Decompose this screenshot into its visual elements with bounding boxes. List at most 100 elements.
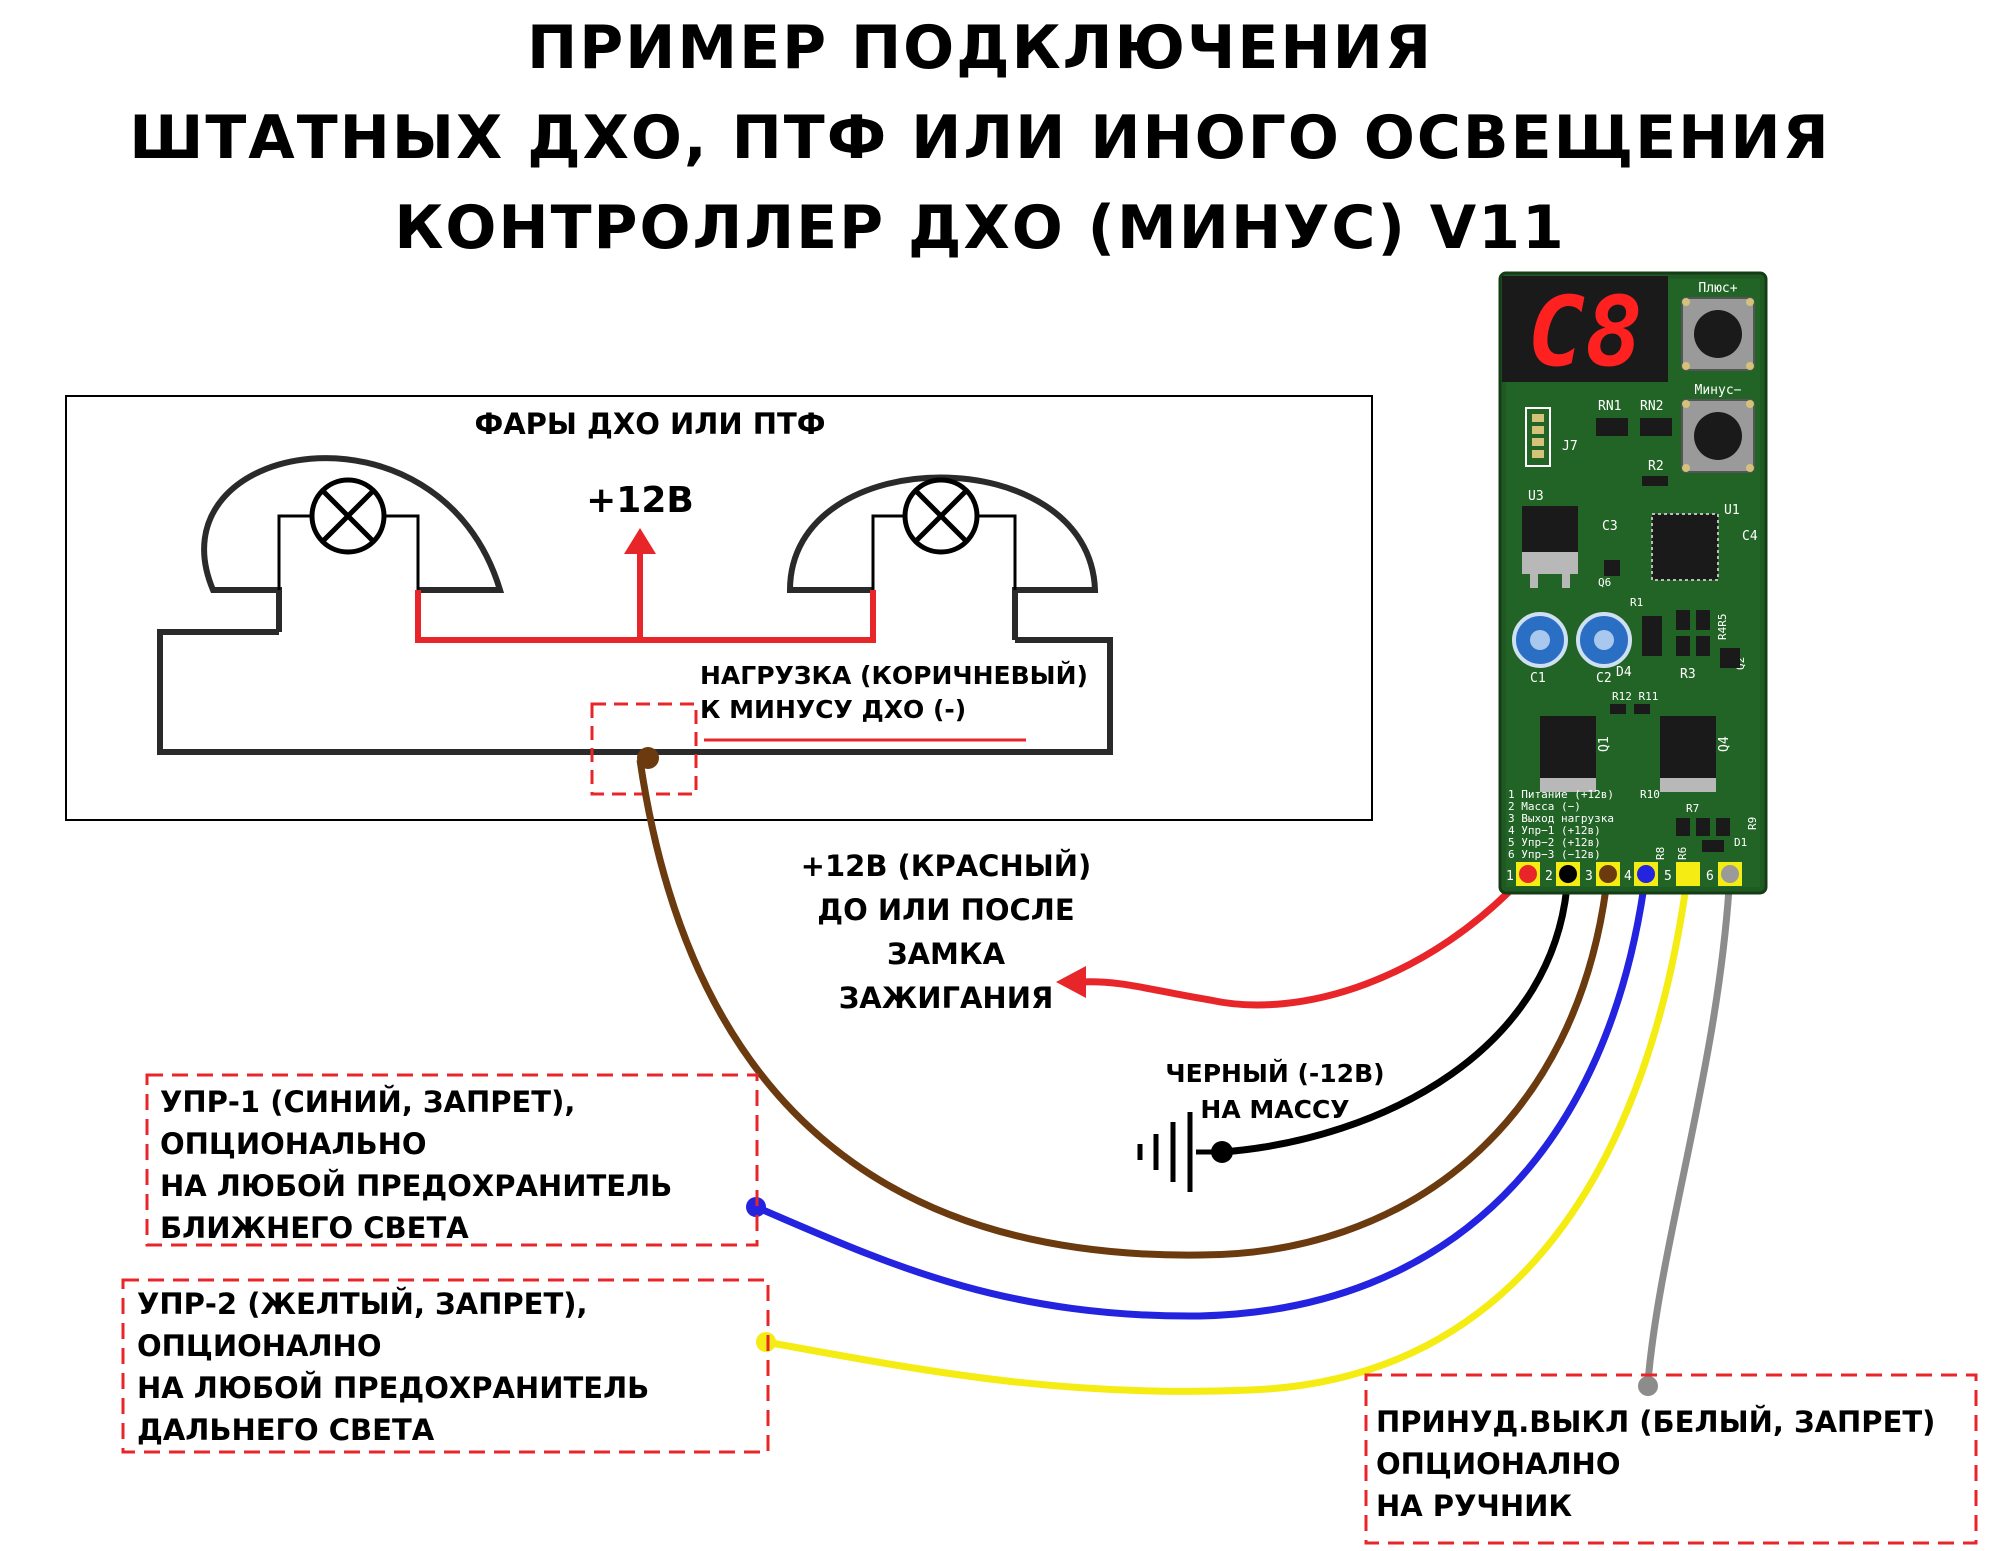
upr1-line-3: НА ЛЮБОЙ ПРЕДОХРАНИТЕЛЬ: [160, 1169, 672, 1203]
controller-pcb: C8 Плюс+ Минус− J7 RN1 RN2 R2 U3 C3 U1 C…: [1498, 271, 1768, 895]
label-c1: C1: [1530, 671, 1546, 686]
wire-red-power: [1079, 869, 1531, 1009]
power-label-line-4: ЗАЖИГАНИЯ: [839, 981, 1054, 1015]
label-r9: R9: [1746, 817, 1759, 830]
pin-legend-5: 5 Упр−2 (+12в): [1508, 836, 1601, 849]
label-r4r5: R4R5: [1716, 614, 1729, 641]
mosfet-q1: [1540, 716, 1596, 778]
plus12-label: +12В: [586, 480, 694, 521]
left-lamp-housing: [201, 455, 505, 632]
forced-off-box: [1364, 1373, 1978, 1545]
label-r2: R2: [1648, 459, 1664, 474]
upr1-line-4: БЛИЖНЕГО СВЕТА: [160, 1211, 469, 1245]
pin-legend-4: 4 Упр−1 (+12в): [1508, 824, 1601, 837]
btn-plus-label: Плюс+: [1698, 281, 1737, 296]
arrow-up-icon: [624, 528, 656, 554]
pin-legend-1: 1 Питание (+12в): [1508, 788, 1614, 801]
btn-minus-label: Минус−: [1695, 383, 1742, 398]
label-u3: U3: [1528, 489, 1544, 504]
wire-brown-load: [636, 759, 1612, 1259]
microcontroller-u1: [1651, 513, 1719, 581]
load-label-line-2: К МИНУСУ ДХО (-): [700, 695, 966, 724]
wire-blue-upr1: [754, 871, 1650, 1320]
junction-dot-blue: [746, 1197, 766, 1217]
junction-dot-black: [1211, 1141, 1233, 1163]
resistor-network-rn2: [1640, 418, 1672, 436]
label-d4: D4: [1616, 665, 1632, 680]
ground-label-line-1: ЧЕРНЫЙ (-12В): [1165, 1059, 1384, 1088]
forced-off-line-2: ОПЦИОНАЛНО: [1376, 1447, 1620, 1481]
wire-black-ground: [1221, 871, 1572, 1156]
label-c3: C3: [1602, 519, 1618, 534]
display-digits: C8: [1527, 276, 1643, 388]
headlights-frame: [65, 395, 1373, 821]
label-q6: Q6: [1598, 576, 1611, 589]
label-q1: Q1: [1597, 736, 1612, 752]
label-r8: R8: [1654, 847, 1667, 860]
arrow-left-icon: [1056, 966, 1086, 998]
power-label-line-2: ДО ИЛИ ПОСЛЕ: [817, 893, 1074, 927]
power-label-line-3: ЗАМКА: [887, 937, 1006, 971]
right-lamp-wire-left: [871, 514, 905, 590]
label-r1: R1: [1630, 596, 1643, 609]
upr2-box: [121, 1278, 770, 1454]
right-lamp-housing: [786, 474, 1099, 640]
label-q4: Q4: [1717, 736, 1732, 752]
label-r3: R3: [1680, 667, 1696, 682]
seven-segment-display: [1502, 276, 1668, 382]
junction-dot-yellow: [756, 1332, 776, 1352]
pin-number-4: 4: [1624, 869, 1632, 884]
label-c2: C2: [1596, 671, 1612, 686]
title-line-2: ШТАТНЫХ ДХО, ПТФ ИЛИ ИНОГО ОСВЕЩЕНИЯ: [129, 103, 1831, 173]
wire-yellow-upr2: [765, 871, 1692, 1395]
power-label-line-1: +12В (КРАСНЫЙ): [801, 849, 1092, 883]
upr1-line-2: ОПЦИОНАЛЬНО: [160, 1127, 427, 1161]
wire-gray-forced-off: [1644, 871, 1734, 1383]
pin-legend-6: 6 Упр−3 (−12в): [1508, 848, 1601, 861]
upr2-line-3: НА ЛЮБОЙ ПРЕДОХРАНИТЕЛЬ: [137, 1371, 649, 1405]
regulator-u3: [1522, 506, 1578, 552]
lamp-icon: [902, 477, 980, 555]
pin-number-3: 3: [1585, 869, 1593, 884]
pin-legend-2: 2 Масса (−): [1508, 800, 1581, 813]
resistor-network-rn1: [1596, 418, 1628, 436]
upr2-line-2: ОПЦИОНАЛНО: [137, 1329, 381, 1363]
label-r10: R10: [1640, 788, 1660, 801]
title-line-3: КОНТРОЛЛЕР ДХО (МИНУС) V11: [394, 193, 1565, 263]
upr1-line-1: УПР-1 (СИНИЙ, ЗАПРЕТ),: [160, 1085, 575, 1119]
pin-legend-3: 3 Выход нагрузка: [1508, 812, 1614, 825]
junction-dot-brown: [637, 747, 659, 769]
lamp-icon: [309, 477, 387, 555]
pin-number-6: 6: [1706, 869, 1714, 884]
right-lamp-wire-right: [977, 514, 1017, 590]
label-d1: D1: [1734, 836, 1747, 849]
pin-number-2: 2: [1545, 869, 1553, 884]
label-j7: J7: [1562, 439, 1578, 454]
label-rn1: RN1: [1598, 399, 1621, 414]
label-r6: R6: [1676, 847, 1689, 860]
pin-number-5: 5: [1664, 869, 1672, 884]
ground-label-line-2: НА МАССУ: [1200, 1095, 1349, 1124]
ground-symbol-icon: [1137, 1112, 1216, 1192]
load-label-line-1: НАГРУЗКА (КОРИЧНЕВЫЙ): [700, 661, 1088, 690]
plus12-bus: [415, 590, 876, 643]
upr2-line-1: УПР-2 (ЖЕЛТЫЙ, ЗАПРЕТ),: [137, 1287, 588, 1321]
upr2-line-4: ДАЛЬНЕГО СВЕТА: [137, 1413, 435, 1447]
headlights-label: ФАРЫ ДХО ИЛИ ПТФ: [474, 407, 825, 441]
forced-off-line-1: ПРИНУД.ВЫКЛ (БЕЛЫЙ, ЗАПРЕТ): [1376, 1405, 1935, 1439]
label-u1: U1: [1724, 503, 1740, 518]
button-plus-cap: [1694, 310, 1742, 358]
left-lamp-wire-red: [384, 514, 420, 590]
title-line-1: ПРИМЕР ПОДКЛЮЧЕНИЯ: [527, 13, 1433, 83]
junction-dot-gray: [1638, 1376, 1658, 1396]
button-minus-cap: [1694, 412, 1742, 460]
forced-off-line-3: НА РУЧНИК: [1376, 1489, 1572, 1523]
label-rn2: RN2: [1640, 399, 1663, 414]
pin-number-1: 1: [1506, 869, 1514, 884]
left-lamp-wire-black: [277, 514, 312, 590]
mosfet-q4: [1660, 716, 1716, 778]
label-r12-r11: R12 R11: [1612, 690, 1658, 703]
label-c4: C4: [1742, 529, 1758, 544]
upr1-box: [145, 1073, 759, 1247]
